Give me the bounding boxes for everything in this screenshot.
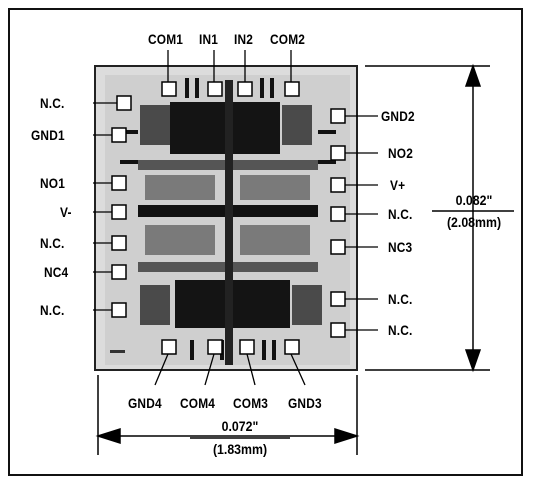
label-in2: IN2 — [234, 31, 254, 47]
width-inches-label: 0.072" — [221, 418, 259, 434]
label-left-nc-2: N.C. — [40, 235, 65, 251]
label-gnd4: GND4 — [128, 395, 162, 411]
pad-gnd1 — [111, 127, 127, 143]
pad-com4 — [207, 339, 223, 355]
pad-nc-l1 — [116, 95, 132, 111]
label-com3: COM3 — [233, 395, 269, 411]
label-gnd1: GND1 — [31, 127, 65, 143]
label-vplus: V+ — [390, 177, 406, 193]
label-vminus: V- — [60, 204, 72, 220]
pad-no2 — [330, 145, 346, 161]
label-com1: COM1 — [148, 31, 184, 47]
pad-nc-r1 — [330, 206, 346, 222]
pad-com3 — [239, 339, 255, 355]
pad-in2 — [237, 81, 253, 97]
outer-border — [8, 8, 523, 476]
label-gnd3: GND3 — [288, 395, 322, 411]
label-no2: NO2 — [388, 145, 413, 161]
pad-no1 — [111, 175, 127, 191]
pad-in1 — [207, 81, 223, 97]
pad-gnd2 — [330, 108, 346, 124]
pad-vminus — [111, 204, 127, 220]
die-circuitry — [105, 75, 350, 365]
label-nc4: NC4 — [44, 264, 69, 280]
pad-nc-r3 — [330, 322, 346, 338]
pad-vplus — [330, 177, 346, 193]
label-right-nc-2: N.C. — [388, 291, 413, 307]
width-dimension — [95, 375, 360, 455]
pad-com2 — [284, 81, 300, 97]
pad-gnd3 — [284, 339, 300, 355]
pad-nc-l2 — [111, 235, 127, 251]
label-left-nc-1: N.C. — [40, 95, 65, 111]
pad-nc-l3 — [111, 302, 127, 318]
pad-nc3 — [330, 239, 346, 255]
pad-com1 — [161, 81, 177, 97]
pad-gnd4 — [161, 339, 177, 355]
leader-lines — [93, 50, 378, 386]
label-gnd2: GND2 — [381, 108, 415, 124]
height-inches-label: 0.082" — [455, 192, 493, 208]
pad-nc4 — [111, 264, 127, 280]
label-nc3: NC3 — [388, 239, 413, 255]
pad-nc-r2 — [330, 291, 346, 307]
label-no1: NO1 — [40, 175, 65, 191]
label-in1: IN1 — [199, 31, 219, 47]
height-mm-label: (2.08mm) — [446, 214, 502, 230]
width-mm-label: (1.83mm) — [212, 441, 268, 457]
label-com2: COM2 — [270, 31, 306, 47]
label-right-nc-1: N.C. — [388, 206, 413, 222]
label-right-nc-3: N.C. — [388, 322, 413, 338]
label-com4: COM4 — [180, 395, 216, 411]
label-left-nc-3: N.C. — [40, 302, 65, 318]
height-dimension — [365, 63, 514, 373]
